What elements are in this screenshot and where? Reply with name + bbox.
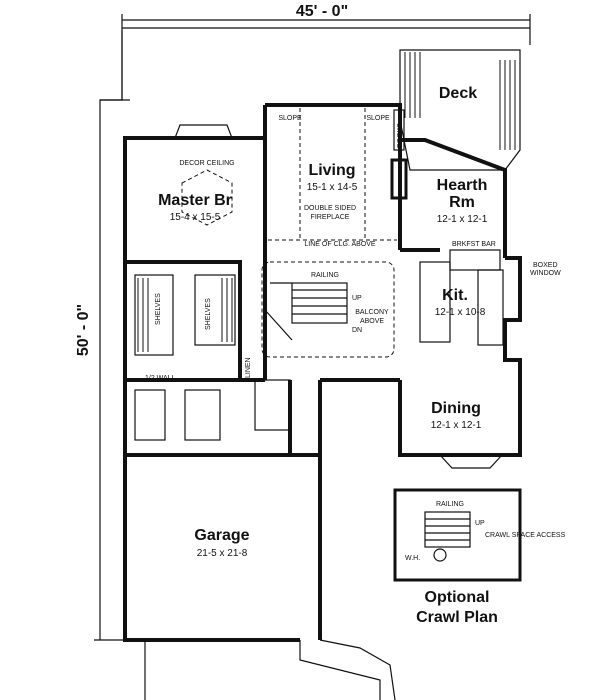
dining-label: Dining	[431, 400, 481, 417]
kitchen-size: 12-1 x 10-8	[435, 307, 486, 318]
deck-label: Deck	[439, 85, 477, 102]
hearth-size: 12-1 x 12-1	[437, 214, 488, 225]
shelves-note-2: SHELVES	[205, 298, 212, 330]
living-label: Living	[308, 162, 355, 179]
slope-left-note: SLOPE	[278, 115, 302, 122]
bay-windows	[174, 124, 504, 469]
ceiling-line-note: LINE OF CLG. ABOVE	[304, 241, 376, 248]
driveway	[144, 639, 396, 700]
stair-area	[261, 261, 395, 358]
brkfst-bar-note: BRKFST BAR	[452, 241, 496, 248]
water-heater-note: W.H.	[405, 555, 420, 562]
shelves-note-1: SHELVES	[155, 293, 162, 325]
master-label: Master Br	[158, 192, 232, 209]
crawl-plan-inset	[393, 488, 522, 582]
slope-right-note: SLOPE	[366, 115, 390, 122]
stair-up-note: UP	[352, 295, 362, 302]
balcony-note-1: BALCONY	[355, 309, 389, 316]
master-details	[134, 169, 291, 441]
master-size: 15-4 x 15-5	[170, 212, 221, 223]
kitchen-label: Kit.	[442, 287, 468, 304]
crawl-title-2: Crawl Plan	[416, 609, 498, 626]
hearth-label: Hearth	[437, 177, 488, 194]
linen-note: LINEN	[245, 357, 252, 378]
depth-dimension: 50' - 0"	[75, 304, 92, 356]
half-wall-note: 1/2 WALL	[145, 375, 176, 382]
railing-note: RAILING	[311, 272, 339, 279]
width-dimension: 45' - 0"	[296, 3, 348, 20]
kitchen-details	[419, 249, 504, 346]
living-size: 15-1 x 14-5	[307, 182, 358, 193]
dining-size: 12-1 x 12-1	[431, 420, 482, 431]
house-walls	[123, 103, 522, 642]
crawl-up-note: UP	[475, 520, 485, 527]
stair-dn-note: DN	[352, 327, 362, 334]
books-note: BOOKS	[397, 123, 404, 148]
crawl-railing-note: RAILING	[436, 501, 464, 508]
boxed-window-note-1: BOXED	[533, 262, 558, 269]
decor-ceiling-note: DECOR CEILING	[179, 160, 234, 167]
fireplace-note-2: FIREPLACE	[311, 214, 350, 221]
fireplace-note-1: DOUBLE SIDED	[304, 205, 356, 212]
boxed-window-note-2: WINDOW	[530, 270, 561, 277]
balcony-note-2: ABOVE	[360, 318, 384, 325]
garage-label: Garage	[194, 527, 249, 544]
living-details	[268, 108, 408, 241]
garage-size: 21-5 x 21-8	[197, 548, 248, 559]
hearth-label-2: Rm	[449, 194, 475, 211]
dimension-lines	[94, 14, 531, 641]
crawl-access-note: CRAWL SPACE ACCESS	[485, 532, 566, 539]
crawl-title-1: Optional	[425, 589, 490, 606]
